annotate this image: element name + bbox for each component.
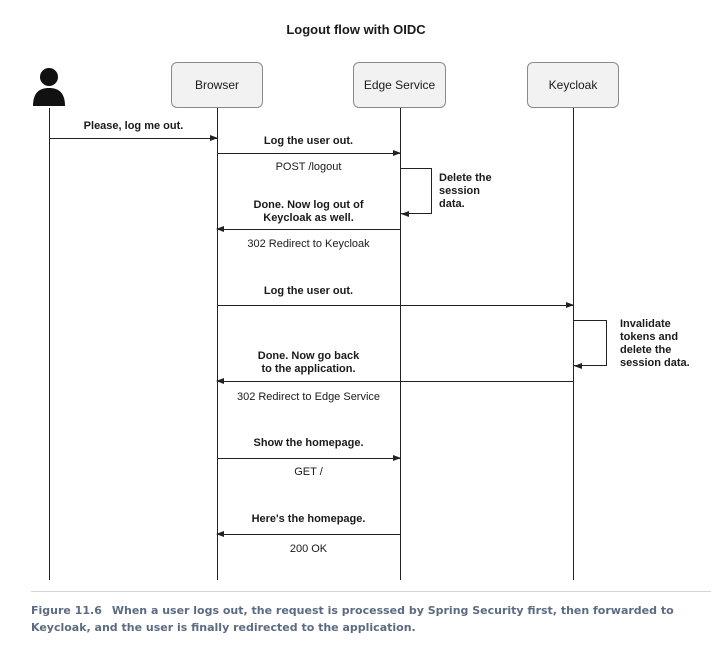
label-200-ok: 200 OK: [289, 543, 328, 555]
message-label-log-user-out: Log the user out.: [263, 135, 354, 147]
arrow-browser-to-edge-homepage: [217, 455, 401, 461]
edge-self-loop-arrow: [401, 168, 432, 217]
keycloak-lifeline: [573, 108, 574, 580]
arrow-browser-to-keycloak-logout: [217, 302, 574, 308]
user-icon: [33, 68, 65, 106]
arrow-keycloak-to-browser-redirect: [216, 378, 573, 384]
note-invalidate-tokens: Invalidate tokens and delete the session…: [620, 318, 690, 369]
arrow-browser-to-edge-logout: [217, 150, 401, 156]
edge-service-participant: Edge Service: [353, 62, 446, 108]
keycloak-self-loop-arrow: [574, 320, 607, 369]
message-label-log-user-out-keycloak: Log the user out.: [263, 285, 354, 297]
edge-service-lifeline: [400, 108, 401, 580]
browser-participant: Browser: [171, 62, 263, 108]
figure-number: Figure 11.6: [31, 604, 102, 617]
figure-caption-text: When a user logs out, the request is pro…: [31, 604, 674, 634]
message-label-go-back-to-application: Done. Now go back to the application.: [257, 350, 360, 375]
note-delete-session-data: Delete the session data.: [439, 172, 492, 210]
message-label-logout-request: Please, log me out.: [83, 120, 184, 132]
arrow-edge-to-browser-homepage: [216, 531, 400, 537]
keycloak-participant: Keycloak: [527, 62, 619, 108]
label-post-logout: POST /logout: [275, 161, 342, 173]
message-label-heres-the-homepage: Here's the homepage.: [251, 513, 366, 525]
user-lifeline: [49, 108, 50, 580]
arrow-user-to-browser: [49, 135, 218, 141]
caption-divider: [31, 591, 711, 592]
label-get-root: GET /: [294, 466, 323, 478]
message-label-show-homepage: Show the homepage.: [253, 437, 364, 449]
arrow-edge-to-browser-redirect: [216, 226, 400, 232]
diagram-title: Logout flow with OIDC: [286, 22, 426, 37]
browser-lifeline: [217, 108, 218, 580]
label-redirect-to-edge-service: 302 Redirect to Edge Service: [236, 391, 381, 403]
message-label-logout-of-keycloak: Done. Now log out of Keycloak as well.: [253, 199, 364, 224]
label-redirect-to-keycloak: 302 Redirect to Keycloak: [247, 238, 370, 250]
